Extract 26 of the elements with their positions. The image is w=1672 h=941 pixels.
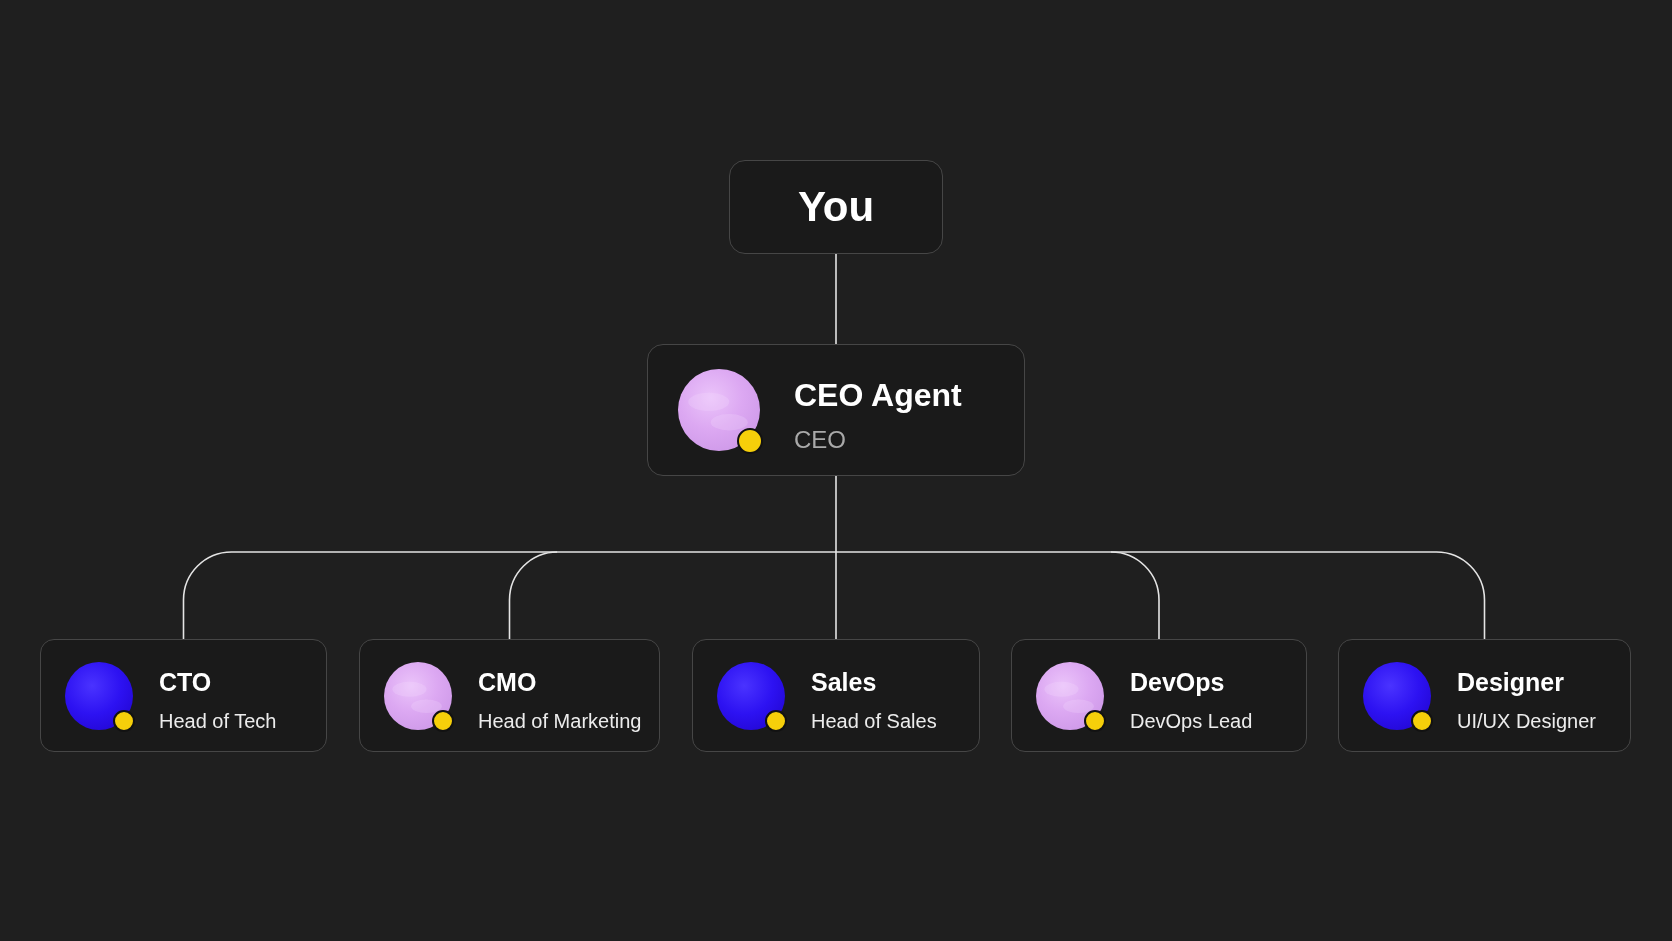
- agent-card: [1338, 639, 1631, 752]
- agent-role: Head of Tech: [159, 709, 277, 733]
- agent-card: [359, 639, 660, 752]
- agent-role: Head of Marketing: [478, 709, 642, 733]
- agent-card: [692, 639, 980, 752]
- connector-line: [182, 551, 559, 640]
- user-box: [729, 160, 943, 254]
- agent-name: DevOps: [1130, 668, 1225, 697]
- connector-line: [835, 551, 1112, 553]
- agent-card: [647, 344, 1025, 476]
- agent-role: CEO: [794, 425, 846, 454]
- agent-name: Designer: [1457, 668, 1564, 697]
- agent-name: CMO: [478, 668, 537, 697]
- connector-line: [835, 475, 837, 640]
- agent-role: UI/UX Designer: [1457, 709, 1596, 733]
- connector-line: [835, 253, 837, 345]
- agent-role: DevOps Lead: [1130, 709, 1253, 733]
- agent-name: Sales: [811, 668, 877, 697]
- agent-name: CEO Agent: [794, 376, 962, 414]
- agent-role: Head of Sales: [811, 709, 937, 733]
- connector-line: [556, 551, 837, 553]
- agent-card: [1011, 639, 1307, 752]
- user-label: You: [797, 182, 875, 232]
- connector-line: [1110, 551, 1486, 640]
- agent-card: [40, 639, 327, 752]
- agent-name: CTO: [159, 668, 212, 697]
